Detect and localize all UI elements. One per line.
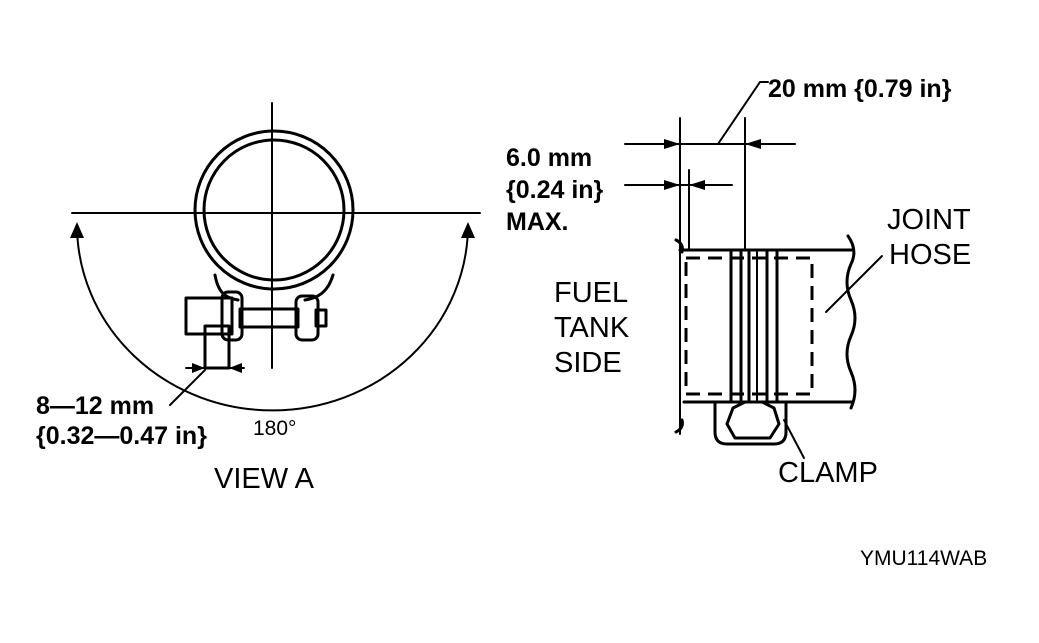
clamp-foot-block	[203, 324, 231, 370]
angle-label: 180°	[253, 417, 296, 440]
clamp-gap-in-label: {0.32—0.47 in}	[36, 422, 207, 450]
width-arrow-left	[664, 139, 680, 149]
fuel-tank-side-label-line1: FUEL	[554, 277, 628, 309]
view-a-label: VIEW A	[214, 463, 315, 495]
clamp-band-right	[765, 248, 779, 404]
fuel-tank-side-label-line2: TANK	[554, 312, 630, 344]
offset-arrow-left	[664, 180, 680, 190]
joint-hose-label-line2: HOSE	[889, 239, 971, 271]
clamp-band-left	[729, 248, 743, 404]
arc-arrow-left	[70, 222, 84, 238]
clamp-ring-inner	[202, 138, 346, 282]
clamp-screw-lug-right	[294, 294, 320, 342]
clamp-screw-tip	[314, 308, 328, 328]
clamp-screw-head	[725, 400, 781, 440]
gap-arrow-right	[229, 363, 242, 373]
view-a-drawing	[70, 102, 481, 412]
clamp-screw-shaft	[238, 307, 300, 329]
hose-end-curl-bottom	[674, 418, 684, 434]
clamp-tab-right	[303, 273, 335, 302]
offset-mm-label: 6.0 mm	[506, 144, 592, 172]
clamp-leader	[783, 419, 805, 459]
clamp-width-label: 20 mm {0.79 in}	[768, 75, 952, 103]
side-view-drawing	[624, 81, 883, 459]
clamp-head-block	[184, 296, 234, 336]
joint-hose-leader	[825, 255, 883, 313]
gap-arrow-left	[192, 363, 205, 373]
clamp-screw-housing	[713, 400, 788, 446]
clamp-screw-lug-left	[220, 290, 244, 342]
clamp-gap-mm-label: 8—12 mm	[36, 392, 154, 420]
gap-leader-line	[169, 369, 206, 406]
hose-break-line	[845, 234, 857, 410]
joint-hose-label-line1: JOINT	[887, 204, 971, 236]
clamp-ring-outer	[193, 129, 355, 291]
figure-code: YMU114WAB	[860, 547, 987, 570]
clamp-label: CLAMP	[778, 457, 878, 489]
width-leader-line	[717, 81, 761, 145]
arc-arrow-right	[461, 222, 475, 238]
width-arrow-right	[745, 139, 761, 149]
offset-max-label: MAX.	[506, 208, 569, 236]
offset-in-label: {0.24 in}	[506, 176, 604, 204]
fuel-tank-side-label-line3: SIDE	[554, 347, 622, 379]
hose-end-curl-top	[674, 238, 684, 254]
offset-arrow-right	[689, 180, 705, 190]
angle-arc-180	[76, 224, 469, 412]
